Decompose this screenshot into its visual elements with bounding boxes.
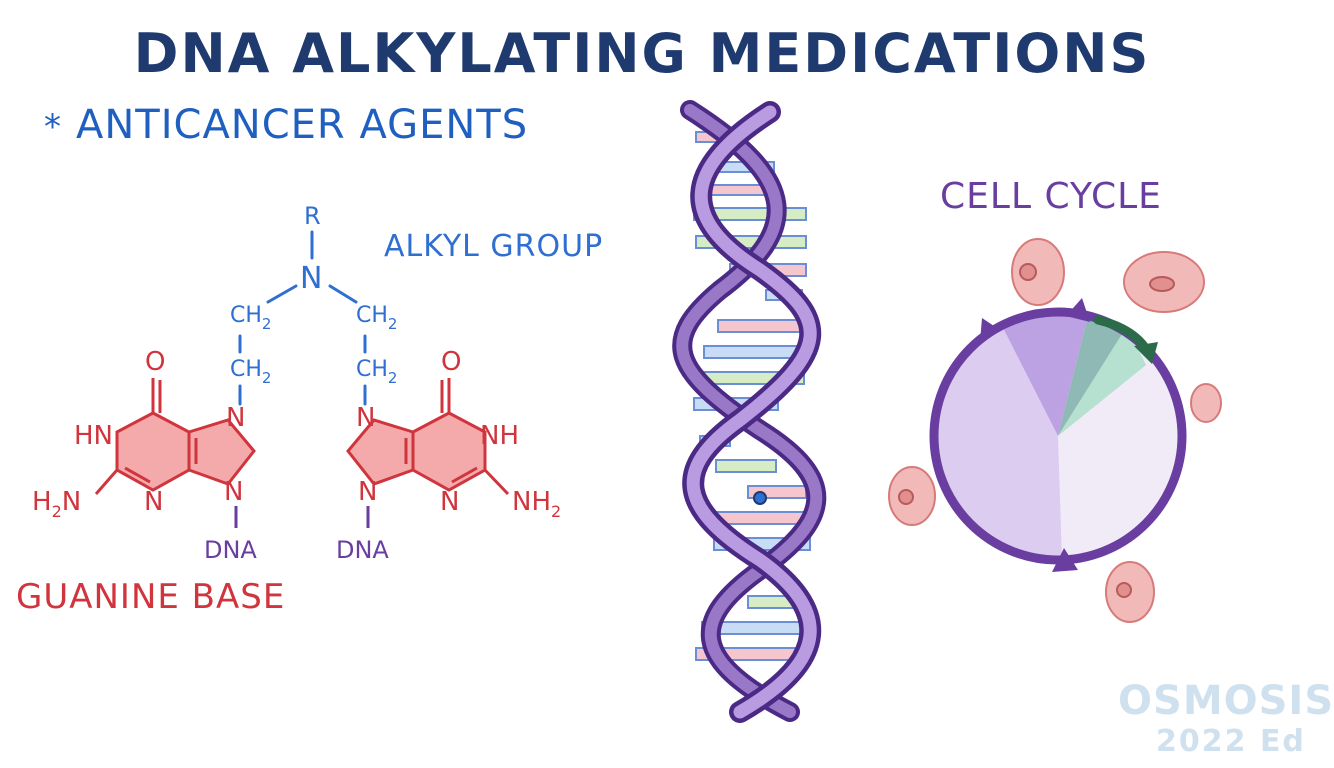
- h2n-left: H2N: [32, 487, 81, 521]
- n7-left: N: [226, 403, 245, 433]
- oxygen-left: O: [145, 347, 165, 377]
- oxygen-right: O: [441, 347, 461, 377]
- subtitle: * ANTICANCER AGENTS: [44, 102, 528, 148]
- n9-right: N: [358, 477, 377, 507]
- guanine-right: [346, 378, 510, 528]
- osmosis-logo: OSMOSIS: [1118, 678, 1334, 724]
- alkyl-group: [238, 230, 367, 406]
- cycle-arrow-top-icon: [1066, 298, 1090, 322]
- asterisk-bullet-icon: *: [44, 107, 62, 147]
- cycle-arrow-bottom-icon: [1052, 548, 1078, 572]
- cell-left-icon: [888, 466, 936, 526]
- r-label: R: [304, 202, 321, 230]
- page-title: DNA ALKYLATING MEDICATIONS: [133, 22, 1151, 85]
- ch2-right-bottom: CH2: [356, 357, 397, 387]
- subtitle-text: ANTICANCER AGENTS: [76, 102, 529, 148]
- n-ring-right: N: [440, 487, 459, 517]
- ch2-left-top: CH2: [230, 303, 271, 333]
- alkyl-adduct-dot: [753, 491, 767, 505]
- n-ring-left: N: [144, 487, 163, 517]
- cell-cycle-label: CELL CYCLE: [940, 176, 1162, 217]
- logo-year: 2022 Ed: [1156, 724, 1306, 759]
- cell-top-right-icon: [1123, 251, 1205, 313]
- nh-right: NH: [480, 421, 519, 451]
- illustration: R N CH2 CH2 CH2 CH2 ALKYL GROUP O HN N N…: [16, 100, 1222, 723]
- ch2-right-top: CH2: [356, 303, 397, 333]
- hn-left: HN: [74, 421, 113, 451]
- cycle-arrow-top-left-icon: [980, 318, 1000, 342]
- ch2-left-bottom: CH2: [230, 357, 271, 387]
- n7-right: N: [356, 403, 375, 433]
- cell-cycle-diagram: [888, 238, 1222, 623]
- dna-helix: [672, 100, 827, 723]
- guanine-left: [94, 378, 256, 528]
- alkyl-group-label: ALKYL GROUP: [384, 229, 603, 264]
- cell-bottom-icon: [1105, 561, 1155, 623]
- n9-left: N: [224, 477, 243, 507]
- nh2-right: NH2: [512, 487, 561, 521]
- dna-right-label: DNA: [336, 536, 389, 564]
- cell-top-left-icon: [1011, 238, 1065, 306]
- n-label: N: [300, 261, 322, 296]
- dna-left-label: DNA: [204, 536, 257, 564]
- guanine-base-label: GUANINE BASE: [16, 577, 285, 617]
- cell-right-icon: [1190, 383, 1222, 423]
